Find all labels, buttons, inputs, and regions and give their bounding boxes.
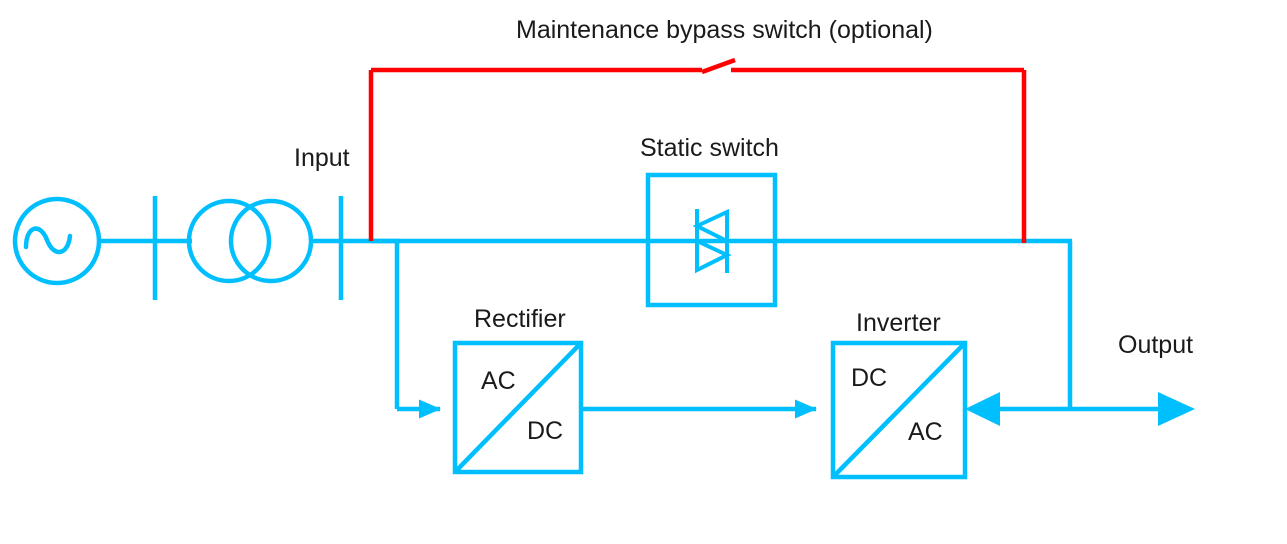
rectifier-output-type-label: DC xyxy=(527,417,564,445)
output-bus-path xyxy=(965,392,1195,426)
static-switch-label: Static switch xyxy=(640,134,779,162)
open-switch-icon xyxy=(701,57,736,75)
inverter-block xyxy=(830,340,968,480)
output-left-arrowhead xyxy=(965,392,1000,426)
transformer-icon xyxy=(186,198,314,284)
output-right-arrowhead xyxy=(1158,392,1195,426)
maintenance-bypass-label: Maintenance bypass switch (optional) xyxy=(516,16,933,44)
rectifier-label: Rectifier xyxy=(474,305,566,333)
inverter-label: Inverter xyxy=(856,309,941,337)
rectifier-block xyxy=(452,340,584,475)
inverter-input-type-label: DC xyxy=(851,364,888,392)
input-label: Input xyxy=(294,144,350,172)
rectifier-input-type-label: AC xyxy=(481,367,516,395)
inverter-output-type-label: AC xyxy=(908,418,943,446)
maintenance-bypass-path xyxy=(368,57,1027,243)
thyristor-icon xyxy=(692,208,732,274)
static-switch-block xyxy=(645,172,778,308)
input-to-rectifier-path xyxy=(394,241,441,419)
ac-source-icon xyxy=(12,196,102,286)
output-label: Output xyxy=(1118,331,1194,359)
